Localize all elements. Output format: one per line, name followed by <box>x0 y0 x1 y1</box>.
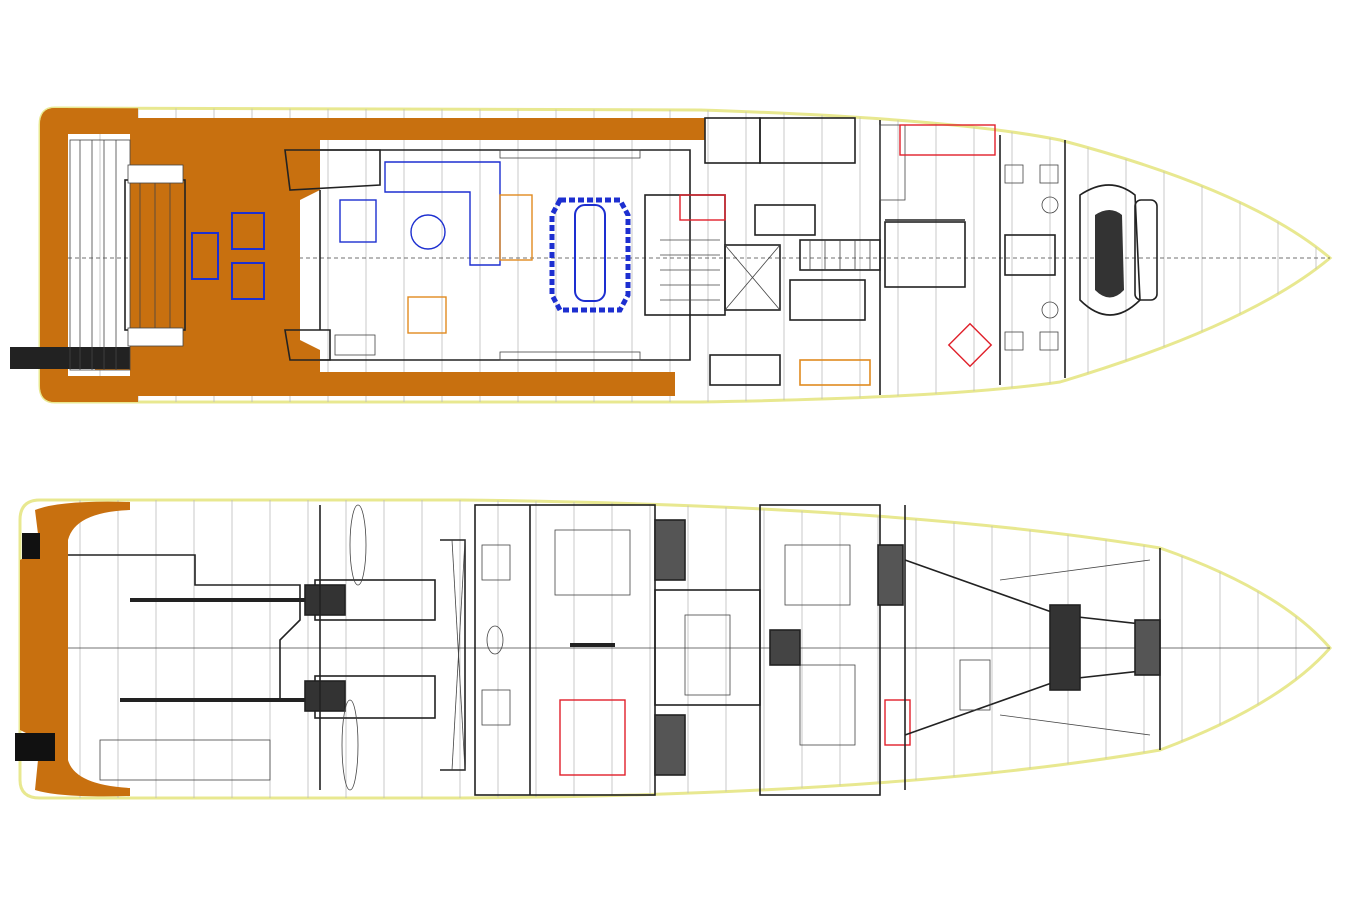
galley <box>679 117 996 395</box>
main-deck-teak-areas <box>40 108 705 402</box>
crew-area <box>904 505 1161 790</box>
lower-deck <box>15 498 1332 800</box>
bed-icon <box>947 322 993 368</box>
guest-cabins <box>474 504 911 796</box>
stair-icon <box>654 519 686 581</box>
engine-icon <box>304 680 346 712</box>
bed-icon <box>559 699 626 776</box>
stern-light-icon <box>22 533 40 559</box>
stern-light-icon <box>15 733 55 761</box>
tender-boat-icon <box>1079 184 1158 316</box>
sofa-icon <box>339 161 501 266</box>
crew-cabin <box>999 135 1066 385</box>
armchair-icon <box>407 194 533 334</box>
stair-icon <box>654 714 686 776</box>
swim-platform-teak <box>20 501 130 797</box>
engine-icon <box>304 584 346 616</box>
engine-room <box>68 504 466 791</box>
aft-steps <box>69 139 186 371</box>
sun-lounger-icon <box>191 212 265 300</box>
dining-table-icon <box>549 197 631 313</box>
lower-deck-hull <box>18 498 1332 800</box>
main-deck <box>10 106 1333 404</box>
